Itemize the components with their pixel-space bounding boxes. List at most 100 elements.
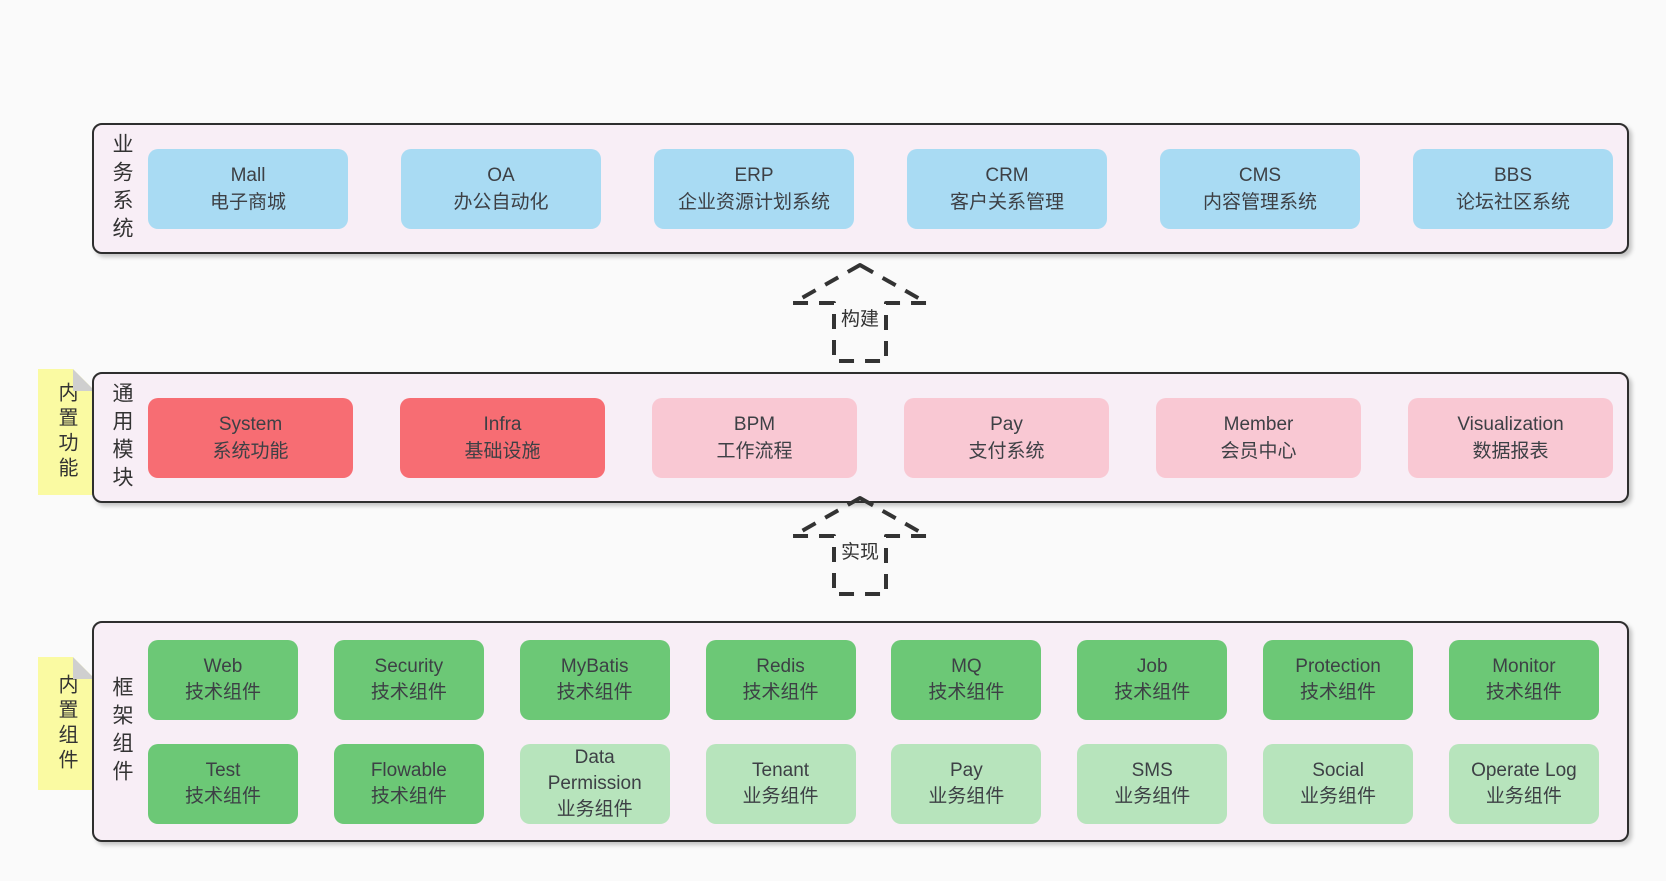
box-title: CRM xyxy=(985,164,1029,186)
arrow-implement: 实现 xyxy=(790,495,930,597)
box-title: Visualization xyxy=(1457,413,1564,435)
box-title: Flowable xyxy=(370,759,447,781)
lane-label: 业务系统 xyxy=(110,132,133,245)
sticky-note-label: 内置组件 xyxy=(55,673,77,774)
box-job: Job 技术组件 xyxy=(1077,639,1228,720)
box-title: Social xyxy=(1312,759,1364,781)
box-cms: CMS 内容管理系统 xyxy=(1160,148,1360,229)
box-protection: Protection 技术组件 xyxy=(1263,639,1414,720)
box-title: Test xyxy=(205,759,241,781)
box-subtitle: 业务组件 xyxy=(1300,785,1377,807)
box-subtitle: 会员中心 xyxy=(1220,440,1297,462)
box-pay-module: Pay 支付系统 xyxy=(904,397,1109,478)
box-title: SMS xyxy=(1131,759,1173,781)
business-boxes-row: Mall 电子商城 OA 办公自动化 ERP 企业资源计划系统 CRM 客户关系… xyxy=(148,148,1627,229)
box-test: Test 技术组件 xyxy=(148,743,298,824)
box-infra: Infra 基础设施 xyxy=(400,397,605,478)
components-grid: Web 技术组件 Security 技术组件 MyBatis 技术组件 Redi… xyxy=(148,639,1627,824)
box-subtitle: 技术组件 xyxy=(742,681,819,703)
lane-label: 通用模块 xyxy=(110,381,133,494)
box-subtitle: 技术组件 xyxy=(370,681,447,703)
dashed-up-arrow-icon xyxy=(791,263,929,363)
box-subtitle: 内容管理系统 xyxy=(1202,191,1317,213)
modules-boxes-row: System 系统功能 Infra 基础设施 BPM 工作流程 Pay 支付系统… xyxy=(148,397,1627,478)
box-member: Member 会员中心 xyxy=(1156,397,1361,478)
dashed-up-arrow-icon xyxy=(791,496,929,596)
lane-framework-components: 框架组件 Web 技术组件 Security 技术组件 MyBatis 技术组件… xyxy=(92,621,1629,842)
box-operate-log: Operate Log 业务组件 xyxy=(1448,743,1599,824)
box-title: BPM xyxy=(733,413,776,435)
box-mybatis: MyBatis 技术组件 xyxy=(519,639,670,720)
box-subtitle: 支付系统 xyxy=(968,440,1045,462)
box-subtitle: 业务组件 xyxy=(928,785,1005,807)
box-title: ERP xyxy=(734,164,774,186)
box-subtitle: 办公自动化 xyxy=(453,191,549,213)
sticky-note-builtin-components: 内置组件 xyxy=(38,657,95,790)
box-pay-component: Pay 业务组件 xyxy=(891,743,1042,824)
box-erp: ERP 企业资源计划系统 xyxy=(654,148,854,229)
box-visualization: Visualization 数据报表 xyxy=(1408,397,1613,478)
box-subtitle: 技术组件 xyxy=(184,681,261,703)
box-data-permission: Data Permission 业务组件 xyxy=(519,743,670,824)
box-oa: OA 办公自动化 xyxy=(401,148,601,229)
box-subtitle: 技术组件 xyxy=(184,785,261,807)
components-row-2: Test 技术组件 Flowable 技术组件 Data Permission … xyxy=(148,743,1613,824)
box-title: BBS xyxy=(1493,164,1533,186)
box-subtitle: 系统功能 xyxy=(212,440,289,462)
box-title: Security xyxy=(374,655,444,677)
box-title: Web xyxy=(203,655,243,677)
box-security: Security 技术组件 xyxy=(333,639,484,720)
box-title: Redis xyxy=(756,655,805,677)
box-subtitle: 技术组件 xyxy=(556,681,633,703)
box-monitor: Monitor 技术组件 xyxy=(1448,639,1599,720)
box-title: Infra xyxy=(483,413,522,435)
box-subtitle: 论坛社区系统 xyxy=(1455,191,1570,213)
box-subtitle: 业务组件 xyxy=(1485,785,1562,807)
box-subtitle: 数据报表 xyxy=(1472,440,1549,462)
box-subtitle: 工作流程 xyxy=(716,440,793,462)
box-subtitle: 技术组件 xyxy=(370,785,447,807)
box-title: System xyxy=(218,413,283,435)
box-subtitle: 业务组件 xyxy=(742,785,819,807)
box-title: Mall xyxy=(230,164,266,186)
box-title: MyBatis xyxy=(560,655,629,677)
components-row-1: Web 技术组件 Security 技术组件 MyBatis 技术组件 Redi… xyxy=(148,639,1613,720)
box-sms: SMS 业务组件 xyxy=(1077,743,1228,824)
box-title: Monitor xyxy=(1492,655,1556,677)
box-title: Job xyxy=(1136,655,1168,677)
box-subtitle: 基础设施 xyxy=(464,440,541,462)
arrow-build: 构建 xyxy=(790,262,930,364)
sticky-note-builtin-features: 内置功能 xyxy=(38,369,95,495)
box-bbs: BBS 论坛社区系统 xyxy=(1413,148,1613,229)
box-subtitle: 客户关系管理 xyxy=(949,191,1064,213)
box-crm: CRM 客户关系管理 xyxy=(907,148,1107,229)
box-social: Social 业务组件 xyxy=(1263,743,1414,824)
box-title: Pay xyxy=(990,413,1023,435)
box-mall: Mall 电子商城 xyxy=(148,148,348,229)
box-subtitle: 电子商城 xyxy=(209,191,286,213)
box-title: Pay xyxy=(950,759,983,781)
box-title: Protection xyxy=(1295,655,1381,677)
box-title: CMS xyxy=(1238,164,1282,186)
box-title: MQ xyxy=(951,655,982,677)
box-subtitle: 技术组件 xyxy=(928,681,1005,703)
box-title: Member xyxy=(1223,413,1294,435)
box-redis: Redis 技术组件 xyxy=(705,639,856,720)
arrow-label: 构建 xyxy=(837,304,883,331)
box-bpm: BPM 工作流程 xyxy=(652,397,857,478)
box-web: Web 技术组件 xyxy=(148,639,298,720)
box-title: Operate Log xyxy=(1471,759,1577,781)
box-subtitle: 技术组件 xyxy=(1114,681,1191,703)
lane-label: 框架组件 xyxy=(110,675,133,788)
box-subtitle: 技术组件 xyxy=(1300,681,1377,703)
box-mq: MQ 技术组件 xyxy=(891,639,1042,720)
box-subtitle: 业务组件 xyxy=(556,798,633,820)
box-title: OA xyxy=(487,164,515,186)
box-flowable: Flowable 技术组件 xyxy=(333,743,484,824)
arrow-label: 实现 xyxy=(837,537,883,564)
box-title: Tenant xyxy=(752,759,810,781)
box-subtitle: 业务组件 xyxy=(1114,785,1191,807)
box-tenant: Tenant 业务组件 xyxy=(705,743,856,824)
sticky-note-label: 内置功能 xyxy=(55,382,77,482)
